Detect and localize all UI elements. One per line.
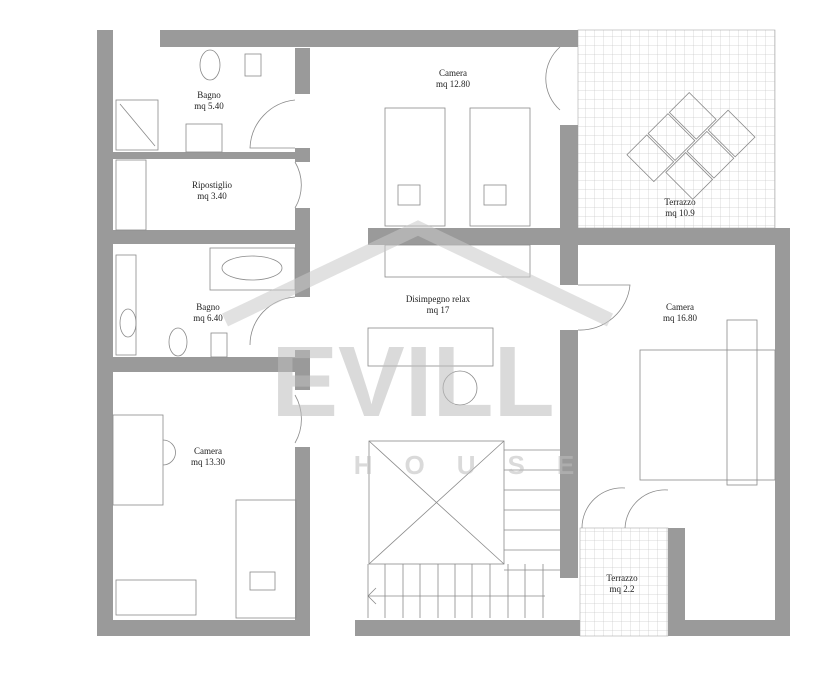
room-area: mq 16.80 bbox=[663, 313, 698, 323]
room-area: mq 13.30 bbox=[191, 457, 226, 467]
room-name: Camera bbox=[666, 302, 694, 312]
terrace-small-floor bbox=[579, 527, 669, 637]
room-name: Camera bbox=[194, 446, 222, 456]
room-name: Bagno bbox=[196, 302, 220, 312]
room-name: Terrazzo bbox=[606, 573, 638, 583]
room-area: mq 10.9 bbox=[665, 208, 695, 218]
room-area: mq 6.40 bbox=[193, 313, 223, 323]
room-name: Terrazzo bbox=[664, 197, 696, 207]
watermark-sub: HOUSE bbox=[354, 450, 606, 480]
room-area: mq 12.80 bbox=[436, 79, 471, 89]
room-name: Ripostiglio bbox=[192, 180, 233, 190]
room-labels: Bagno mq 5.40 Ripostiglio mq 3.40 Bagno … bbox=[191, 68, 698, 594]
room-name: Camera bbox=[439, 68, 467, 78]
room-area: mq 2.2 bbox=[609, 584, 634, 594]
doors bbox=[249, 46, 669, 529]
room-area: mq 17 bbox=[427, 305, 450, 315]
room-name: Disimpegno relax bbox=[406, 294, 471, 304]
room-area: mq 5.40 bbox=[194, 101, 224, 111]
watermark-logo: EVILL HOUSE bbox=[221, 220, 614, 480]
room-area: mq 3.40 bbox=[197, 191, 227, 201]
watermark-brand: EVILL bbox=[271, 326, 554, 438]
terrace-large-floor bbox=[577, 29, 776, 229]
walls bbox=[97, 30, 790, 636]
room-name: Bagno bbox=[197, 90, 221, 100]
